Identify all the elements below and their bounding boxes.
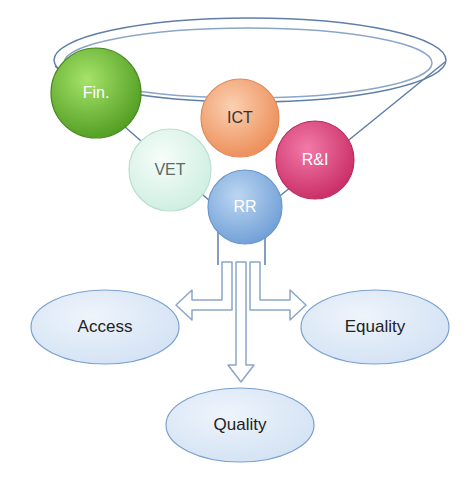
node-shape	[301, 290, 449, 364]
node-label-area: VET	[128, 128, 212, 212]
node-label: RR	[233, 198, 256, 216]
node-shape	[129, 129, 211, 211]
topic-circle: Fin.	[50, 47, 142, 139]
topic-circle: R&I	[275, 120, 355, 200]
node-label: Access	[78, 318, 133, 337]
node-label: Fin.	[83, 84, 110, 102]
node-label-area: RR	[207, 169, 283, 245]
node-label-area: Fin.	[50, 47, 142, 139]
node-label-area: ICT	[200, 78, 280, 158]
node-shape	[208, 170, 282, 244]
left-arrow	[176, 262, 232, 320]
outcome-ellipse: Quality	[165, 387, 315, 463]
node-label: VET	[154, 161, 185, 179]
right-arrow	[250, 262, 306, 320]
node-shape	[31, 290, 179, 364]
node-label-area: Quality	[165, 387, 315, 463]
outcome-ellipse: Access	[30, 289, 180, 365]
node-label: Equality	[345, 318, 405, 337]
node-label-area: Equality	[300, 289, 450, 365]
topic-circle: VET	[128, 128, 212, 212]
node-shape	[276, 121, 354, 199]
node-shape	[51, 48, 141, 138]
node-label-area: R&I	[275, 120, 355, 200]
node-shape	[201, 79, 279, 157]
node-label: ICT	[227, 109, 253, 127]
topic-circle: RR	[207, 169, 283, 245]
outcome-ellipse: Equality	[300, 289, 450, 365]
node-shape	[166, 388, 314, 462]
node-label: R&I	[302, 151, 329, 169]
node-label-area: Access	[30, 289, 180, 365]
topic-circle: ICT	[200, 78, 280, 158]
node-label: Quality	[214, 416, 267, 435]
